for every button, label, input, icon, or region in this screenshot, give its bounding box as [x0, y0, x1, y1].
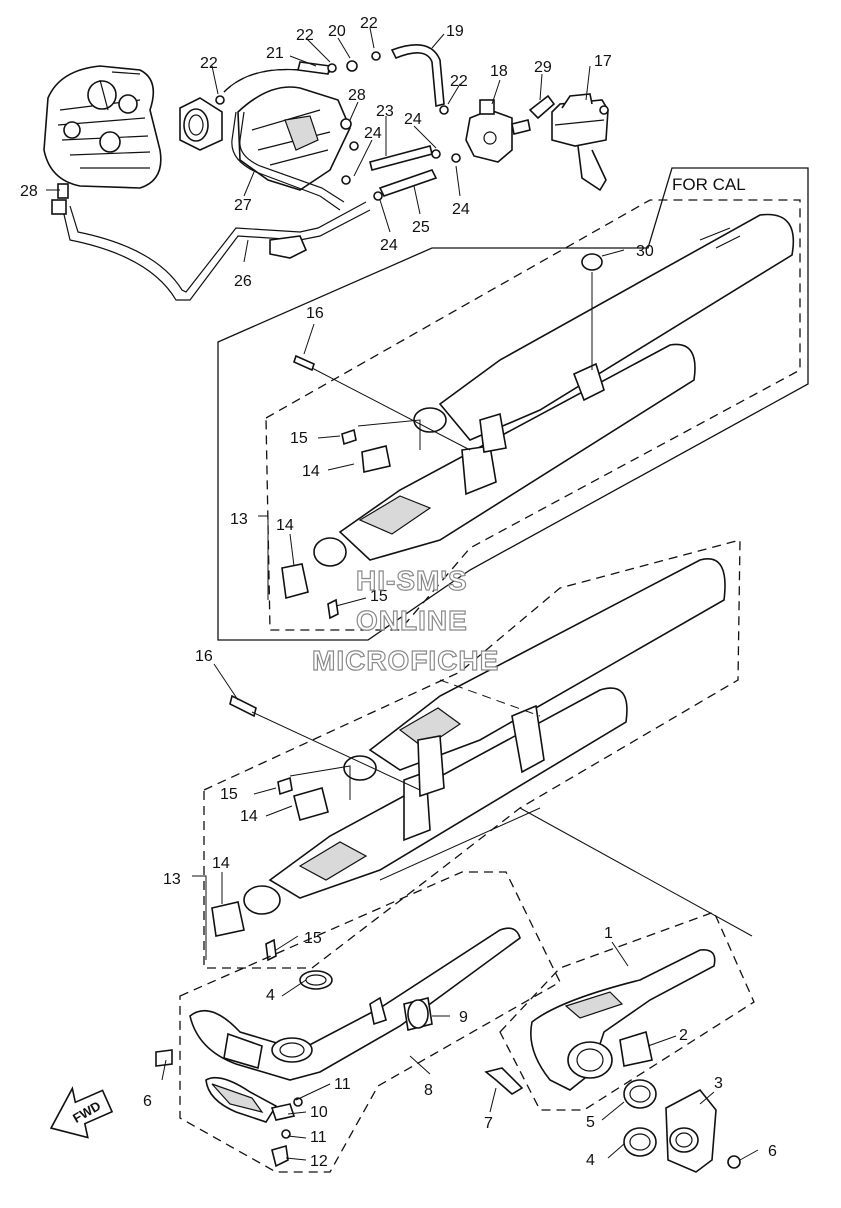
callout-24-d: 24	[380, 237, 398, 254]
intake-joint	[179, 97, 223, 151]
rear-joint	[665, 1088, 717, 1173]
callout-19: 19	[446, 23, 464, 40]
cal-bolt-leader-line	[311, 367, 471, 451]
callout-24-c: 24	[452, 201, 470, 218]
callout-15-lower: 15	[304, 930, 322, 947]
callout-14-upper: 14	[240, 808, 258, 825]
fwd-arrow-icon: FWD	[49, 1086, 114, 1139]
cal-bracket-bracket	[357, 419, 421, 450]
cal-gaskets	[281, 253, 603, 620]
watermark: HI-SM'S ONLINE MICROFICHE	[311, 564, 499, 676]
rear-exhaust-pipe-assy-box	[499, 911, 755, 1111]
callout-11-lower: 11	[310, 1129, 327, 1146]
callout-4-upper: 4	[266, 987, 275, 1004]
front-heat-protector	[205, 1076, 278, 1123]
canister	[551, 93, 609, 192]
callout-24-a: 24	[364, 125, 382, 142]
callout-28-left: 28	[20, 183, 38, 200]
callout-25: 25	[412, 219, 430, 236]
callout-22-d: 22	[450, 73, 468, 90]
callout-16-cal: 16	[306, 305, 324, 322]
gasket-bracket	[289, 765, 351, 800]
pipe-link-line	[519, 807, 753, 937]
callout-27: 27	[234, 197, 252, 214]
callout-14-cal-upper: 14	[302, 463, 320, 480]
leader-lines	[46, 27, 759, 1161]
callout-4-lower: 4	[586, 1152, 595, 1169]
purge-valve	[465, 99, 531, 163]
callout-1: 1	[604, 925, 613, 942]
callout-10: 10	[310, 1104, 328, 1121]
callout-28-upper: 28	[348, 87, 366, 104]
callout-15-upper: 15	[220, 786, 238, 803]
callout-2: 2	[679, 1027, 688, 1044]
callout-20: 20	[328, 23, 346, 40]
callout-24-b: 24	[404, 111, 422, 128]
cal-muffler-bracket	[461, 362, 605, 496]
cal-lower-muffler	[313, 343, 696, 567]
pipe-gaskets-front	[299, 970, 433, 1031]
rear-fasteners	[484, 1067, 741, 1169]
muffler-gaskets	[211, 694, 329, 962]
callout-5: 5	[586, 1114, 595, 1131]
callout-16: 16	[195, 648, 213, 665]
callout-3: 3	[714, 1075, 723, 1092]
callout-numbers: 1 2 3 4 4 5 6 6 7 8 9 10 11 11 12 13 13 …	[20, 15, 777, 1170]
callout-14-cal-lower: 14	[276, 517, 294, 534]
pipe-link-line-2	[379, 807, 541, 881]
callout-22-b: 22	[296, 27, 314, 44]
callout-21: 21	[266, 45, 284, 62]
callout-9: 9	[459, 1009, 468, 1026]
upper-muffler	[343, 558, 726, 781]
cal-upper-muffler	[413, 213, 794, 441]
hoses	[61, 44, 556, 301]
callout-17: 17	[594, 53, 612, 70]
callout-12: 12	[310, 1153, 328, 1170]
rear-gaskets	[619, 1030, 657, 1157]
callout-22-c: 22	[360, 15, 378, 32]
callout-15-cal-upper: 15	[290, 430, 308, 447]
callout-29: 29	[534, 59, 552, 76]
callout-8: 8	[424, 1082, 433, 1099]
callout-13-cal: 13	[230, 511, 248, 528]
callout-18: 18	[490, 63, 508, 80]
callout-26: 26	[234, 273, 252, 290]
for-cal-region-outline	[217, 167, 809, 641]
callout-14-lower: 14	[212, 855, 230, 872]
engine-cylinder-head	[43, 65, 162, 189]
muffler-assy-box	[203, 539, 741, 969]
exhaust-pipe-assy-box	[179, 871, 561, 1173]
hose-clamps	[51, 51, 461, 215]
watermark-line-1: HI-SM'S	[356, 565, 468, 596]
watermark-line-2: ONLINE	[356, 605, 468, 636]
callout-30: 30	[636, 243, 654, 260]
callout-23: 23	[376, 103, 394, 120]
cal-muffler-assy-box	[265, 199, 801, 631]
heat-cover-link	[439, 679, 541, 717]
muffler-brackets	[403, 704, 545, 842]
callout-11-upper: 11	[334, 1076, 351, 1093]
callout-22-a: 22	[200, 55, 218, 72]
watermark-line-3: MICROFICHE	[312, 645, 499, 676]
air-cleaner-bracket	[237, 86, 351, 191]
for-cal-label: FOR CAL	[672, 175, 746, 194]
front-exhaust-pipe	[189, 927, 521, 1081]
callout-15-cal-lower: 15	[370, 588, 388, 605]
bolt-leader-line	[251, 711, 421, 791]
callout-7: 7	[484, 1115, 493, 1132]
callout-13: 13	[163, 871, 181, 888]
front-small-fasteners	[155, 1049, 303, 1168]
callout-6-right: 6	[768, 1143, 777, 1160]
callout-6-left: 6	[143, 1093, 152, 1110]
rear-exhaust-pipe	[530, 949, 716, 1091]
